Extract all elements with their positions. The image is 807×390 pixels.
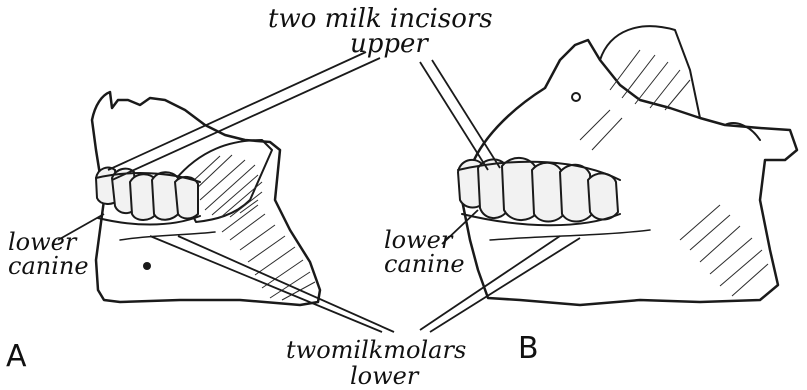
teeth-row-a: [96, 168, 200, 225]
label-molars-line2: lower: [350, 362, 420, 390]
label-lower-canine-a-line2: canine: [8, 252, 89, 280]
panel-label-b: B: [518, 331, 539, 366]
label-molars-line1: twomilkmolars: [286, 336, 466, 364]
label-incisors-line2: upper: [350, 29, 429, 59]
teeth-row-b: [458, 158, 620, 225]
jaw-a-drawing: [92, 92, 320, 305]
label-lower-canine-b-line2: canine: [384, 250, 465, 278]
panel-label-a: A: [6, 339, 27, 374]
jaw-b-drawing: [458, 26, 797, 305]
